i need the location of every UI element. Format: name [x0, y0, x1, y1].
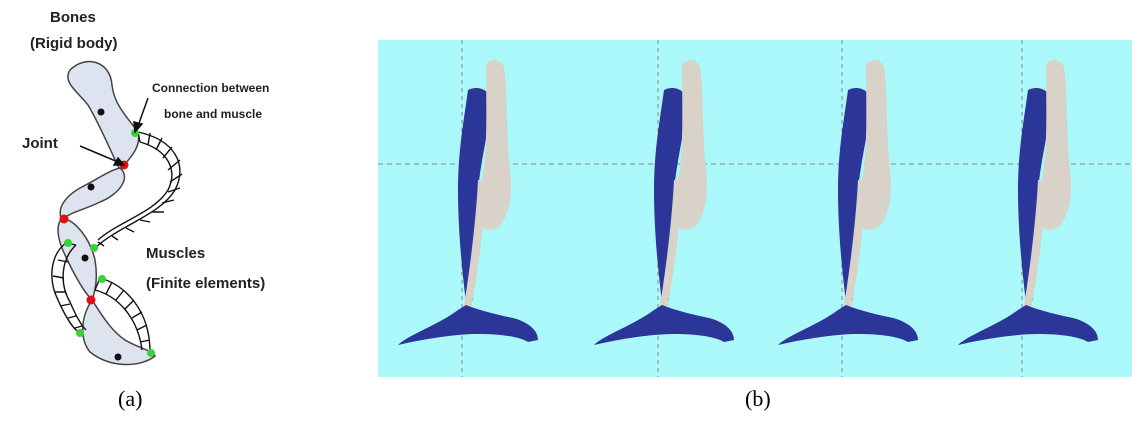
- connection-marker: [90, 244, 98, 252]
- joint-marker: [87, 296, 96, 305]
- bones-label-line2: (Rigid body): [30, 35, 117, 52]
- bone-middle: [60, 168, 124, 220]
- caption-a: (a): [118, 386, 142, 412]
- bone-center: [98, 109, 105, 116]
- simulation-frames: [378, 40, 1132, 377]
- bone-upper: [68, 62, 139, 170]
- joint-marker: [60, 215, 69, 224]
- bone-center: [88, 184, 95, 191]
- caption-b: (b): [745, 386, 771, 412]
- bone-center: [115, 354, 122, 361]
- connection-marker: [147, 349, 155, 357]
- bone-center: [82, 255, 89, 262]
- schematic-diagram: Bones (Rigid body) Connection between bo…: [0, 0, 360, 421]
- muscles-label-line2: (Finite elements): [146, 275, 265, 292]
- connection-label-line2: bone and muscle: [164, 107, 262, 121]
- connection-marker: [98, 275, 106, 283]
- connection-label-line1: Connection between: [152, 81, 269, 95]
- joint-label: Joint: [22, 135, 58, 152]
- connection-marker: [76, 329, 84, 337]
- connection-marker: [64, 239, 72, 247]
- bones-label-line1: Bones: [50, 9, 96, 26]
- muscles-label-line1: Muscles: [146, 245, 205, 262]
